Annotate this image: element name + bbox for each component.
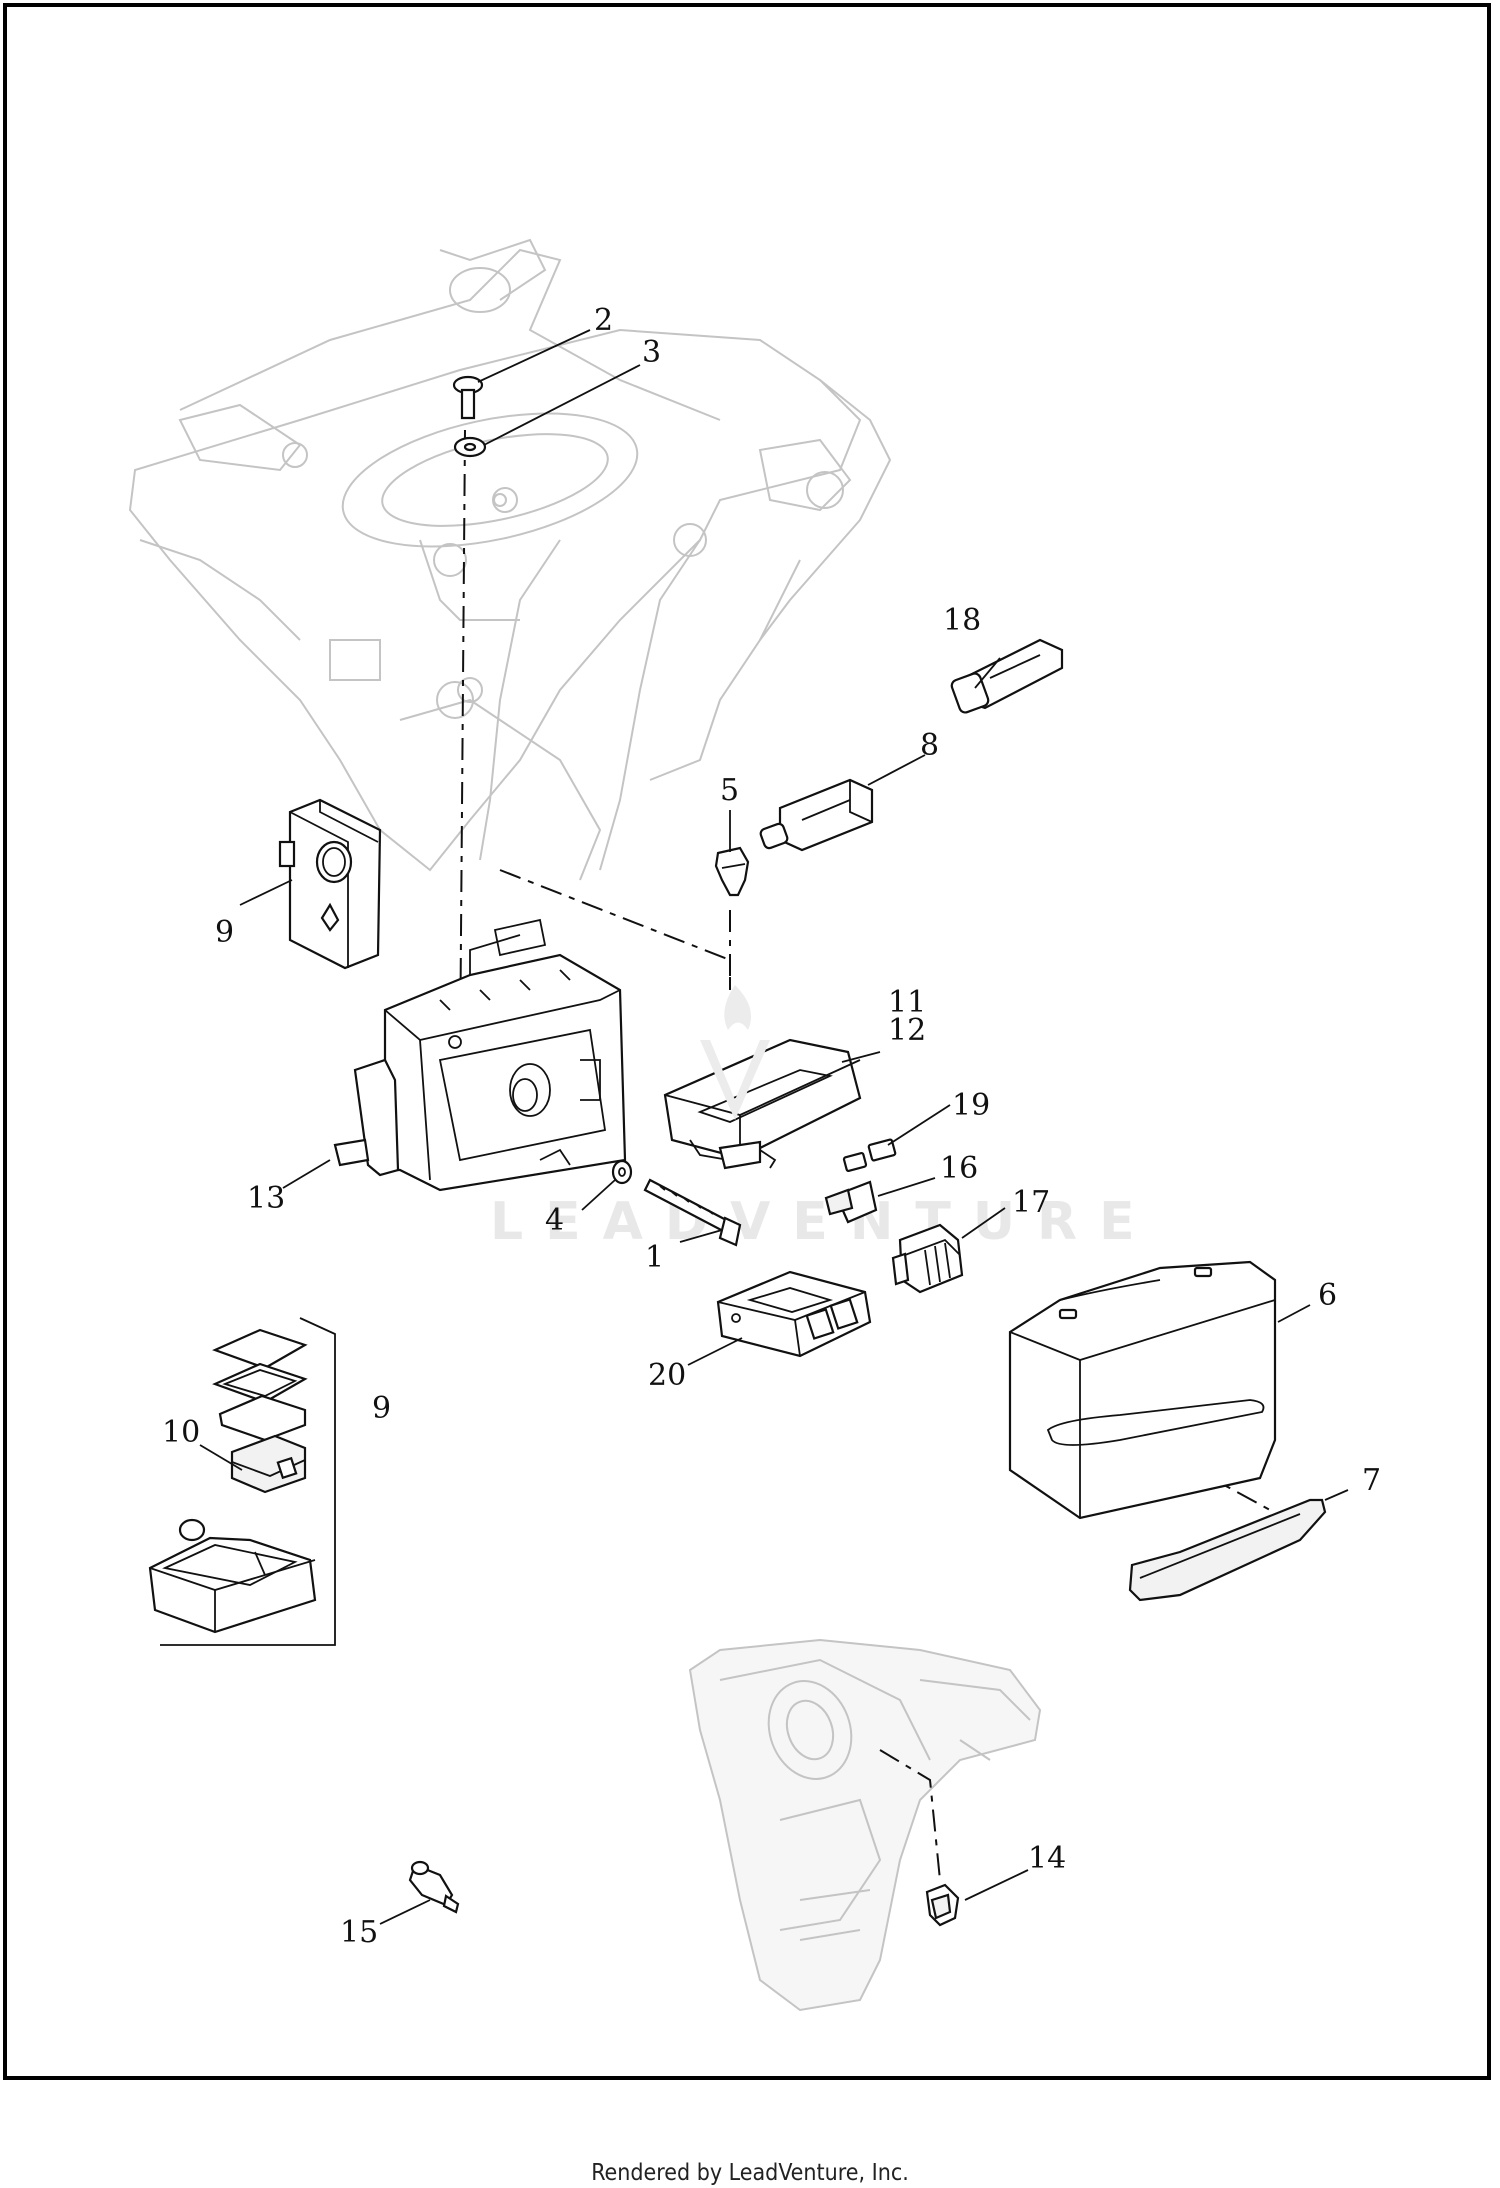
connector-part-17 — [891, 1223, 964, 1294]
callout-1: 1 — [645, 1240, 664, 1275]
callout-15: 15 — [340, 1915, 378, 1950]
relay-part-8 — [759, 778, 874, 852]
callout-3: 3 — [642, 335, 661, 370]
callout-4: 4 — [545, 1203, 564, 1238]
callout-6: 6 — [1318, 1278, 1337, 1313]
fuse-box-exploded-part-9 — [148, 1317, 336, 1646]
bolt-part-2 — [452, 375, 484, 420]
callout-9-upper: 9 — [215, 915, 234, 950]
callout-12: 12 — [888, 1013, 926, 1048]
callout-11: 11 — [888, 985, 926, 1020]
watermark-logo — [700, 985, 770, 1120]
clip-part-14 — [925, 1883, 960, 1927]
footer-credit: Rendered by LeadVenture, Inc. — [591, 2160, 909, 2186]
callout-5: 5 — [720, 773, 739, 808]
callout-13: 13 — [247, 1181, 285, 1216]
ecu-part-20 — [716, 1270, 872, 1358]
connector-part-18 — [950, 638, 1064, 714]
watermark-text: LEADVENTURE — [490, 1192, 1157, 1252]
callout-numbers: 1 2 3 4 5 6 7 8 9 9 10 11 12 13 14 15 16… — [162, 303, 1381, 1950]
washer-part-4 — [611, 1159, 633, 1185]
callout-20: 20 — [648, 1358, 686, 1393]
stud-part-15 — [408, 1860, 460, 1914]
callout-18: 18 — [943, 603, 981, 638]
diagram-border — [3, 3, 1491, 2080]
callout-2: 2 — [594, 303, 613, 338]
callout-9-lower: 9 — [372, 1391, 391, 1426]
lower-ghost — [688, 1638, 1042, 2012]
control-module-part-11-12 — [663, 1038, 862, 1170]
mounting-tray-part-13 — [333, 918, 627, 1192]
callout-16: 16 — [940, 1151, 978, 1186]
callout-19: 19 — [952, 1088, 990, 1123]
washer-part-3 — [453, 436, 487, 458]
callout-14: 14 — [1028, 1841, 1066, 1876]
callout-8: 8 — [920, 728, 939, 763]
trim-strip-part-7 — [1128, 1498, 1327, 1602]
callout-10: 10 — [162, 1415, 200, 1450]
frame-ghost — [128, 238, 892, 881]
fuse-cover-part-9 — [278, 798, 382, 970]
callout-leaders — [199, 329, 1349, 1925]
clip-part-5 — [714, 846, 750, 897]
fuses-part-19 — [842, 1138, 897, 1173]
side-cover-part-6 — [1008, 1260, 1277, 1520]
maxi-fuse-part-16 — [824, 1180, 878, 1224]
callout-7: 7 — [1362, 1463, 1381, 1498]
callout-17: 17 — [1012, 1185, 1050, 1220]
long-bolt-part-1 — [643, 1178, 742, 1247]
